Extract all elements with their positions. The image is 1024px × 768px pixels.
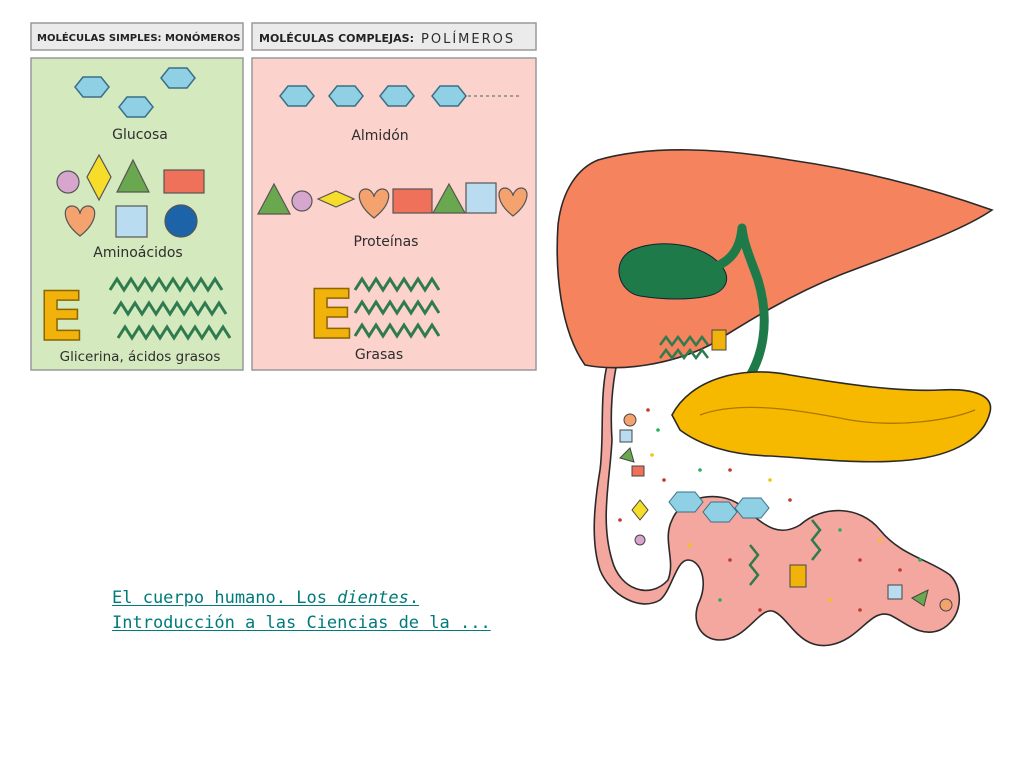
gallbladder (618, 223, 769, 418)
intestine-dots (618, 408, 922, 612)
starch-chain (279, 85, 520, 107)
amino-acid-shapes (56, 153, 205, 238)
protein-chain (257, 182, 528, 219)
fat-fatty-acid-zigzags (353, 276, 441, 339)
glycerol-e-icon: E (37, 277, 85, 358)
source-link-line2[interactable]: Introducción a las Ciencias de la ... (112, 613, 491, 633)
source-link-line1[interactable]: El cuerpo humano. Los dientes. (112, 588, 420, 608)
simple-panel-header: MOLÉCULAS SIMPLES: MONÓMEROS (37, 31, 241, 44)
svg-text:E: E (38, 278, 84, 357)
liver (556, 149, 994, 369)
simple-molecules-panel: MOLÉCULAS SIMPLES: MONÓMEROS Glucosa Ami… (30, 22, 244, 371)
source-link[interactable]: El cuerpo humano. Los dientes. Introducc… (112, 586, 491, 636)
complex-panel-header-polimeros: POLÍMEROS (421, 31, 515, 47)
proteins-label: Proteínas (354, 234, 419, 250)
fatty-acid-zigzags (108, 276, 232, 341)
intestine-molecules (619, 329, 953, 612)
fats-label: Grasas (355, 347, 403, 363)
digestive-organs (556, 149, 994, 647)
amino-acids-label: Aminoácidos (93, 245, 182, 261)
svg-text:E: E (308, 276, 354, 355)
fat-e-icon: E (307, 275, 355, 356)
pancreas (671, 371, 992, 463)
complex-panel-header: MOLÉCULAS COMPLEJAS: (259, 32, 414, 45)
glycerol-fatty-acids-label: Glicerina, ácidos grasos (60, 349, 221, 365)
small-intestine (593, 329, 961, 647)
starch-label: Almidón (351, 128, 408, 144)
glucose-label: Glucosa (112, 127, 168, 143)
complex-molecules-panel: MOLÉCULAS COMPLEJAS: POLÍMEROS Almidón P… (251, 22, 537, 371)
